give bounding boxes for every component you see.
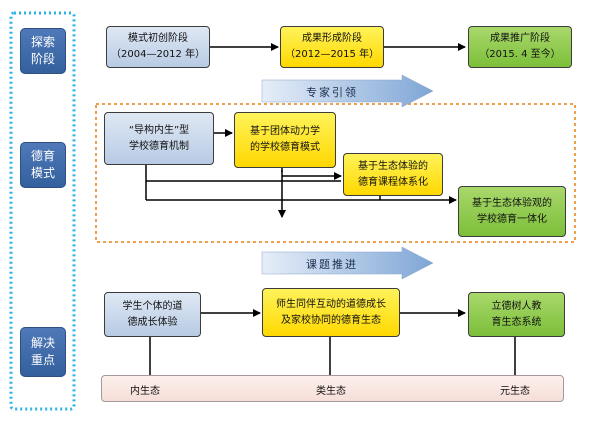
ecology-inner-label: 内生态 [130,386,160,397]
sidebar-stage-exploration: 探索 阶段 [20,28,66,74]
sidebar-stage-key-solution: 解决 重点 [20,327,66,377]
phase-promotion-box: 成果推广阶段 （2015. 4 至今） [468,26,572,68]
topic-banner-arrow [261,246,434,280]
expert-banner-arrow [261,74,434,108]
ecology-meta-label: 元生态 [500,386,530,397]
ecology-bar [101,375,564,402]
sidebar-stage-moral-mode: 德育 模式 [20,142,66,188]
mode-group-dynamics-box: 基于团体动力学 的学校德育模式 [234,112,336,168]
topic-advance-label: 课题推进 [306,258,358,271]
mode-frame [95,103,576,243]
phase-forming-box: 成果形成阶段 （2012—2015 年） [280,26,384,68]
phase-initial-box: 模式初创阶段 （2004—2012 年） [106,26,210,68]
key-individual-experience-box: 学生个体的道 德成长体验 [104,292,201,337]
stage-frame [9,11,76,411]
key-interaction-ecology-box: 师生同伴互动的道德成长 及家校协同的德育生态 [262,288,400,337]
mode-eco-integration-box: 基于生态体验观的 学校德育一体化 [458,186,566,237]
mode-eco-curriculum-box: 基于生态体验的 德育课程体系化 [343,153,443,196]
mode-mechanism-box: “导构内生”型 学校德育机制 [104,112,214,165]
key-ecosystem-box: 立德树人教 育生态系统 [468,292,565,337]
expert-guidance-label: 专家引领 [306,86,358,99]
ecology-class-label: 类生态 [316,386,346,397]
